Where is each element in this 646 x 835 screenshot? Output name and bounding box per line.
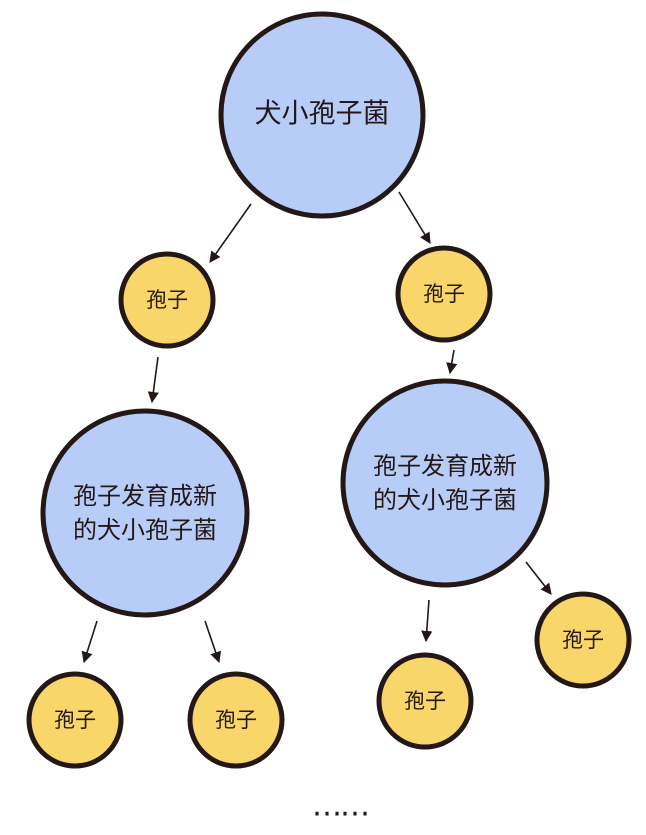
- spore-left-node: 孢子: [118, 251, 216, 349]
- spore-gen2-right-a-label: 孢子: [404, 689, 446, 713]
- spore-gen2-left-a-node: 孢子: [26, 671, 124, 769]
- arrow-spore-right-to-offspring: [446, 349, 458, 375]
- arrow-root-to-spore-left: [209, 203, 252, 263]
- spore-gen2-left-b-node: 孢子: [187, 671, 285, 769]
- arrow-offspring-right-to-spore-b: [525, 561, 552, 595]
- ellipsis: ……: [312, 789, 368, 824]
- spore-gen2-left-b-label: 孢子: [215, 708, 257, 732]
- spore-left-label: 孢子: [146, 288, 188, 312]
- root-fungus-label: 犬小孢子菌: [255, 99, 390, 130]
- spore-right-label: 孢子: [423, 282, 465, 306]
- arrow-offspring-left-to-spore-b: [204, 620, 222, 664]
- spore-gen2-right-b-label: 孢子: [562, 628, 604, 652]
- spore-gen2-right-b-node: 孢子: [534, 591, 632, 689]
- arrow-offspring-right-to-spore-a: [421, 599, 433, 643]
- arrow-root-to-spore-right: [398, 191, 431, 244]
- root-fungus-node: 犬小孢子菌: [218, 11, 426, 219]
- spore-gen2-right-a-node: 孢子: [376, 652, 474, 750]
- offspring-right-line2: 的犬小孢子菌: [373, 486, 517, 514]
- offspring-fungus-left-node: 孢子发育成新 的犬小孢子菌: [40, 408, 250, 618]
- arrow-offspring-left-to-spore-a: [81, 620, 98, 664]
- offspring-right-line1: 孢子发育成新: [373, 452, 517, 480]
- offspring-left-line2: 的犬小孢子菌: [73, 516, 217, 544]
- arrow-spore-left-to-offspring: [147, 356, 159, 404]
- spore-gen2-left-a-label: 孢子: [54, 708, 96, 732]
- offspring-left-line1: 孢子发育成新: [73, 482, 217, 510]
- spore-right-node: 孢子: [395, 245, 493, 343]
- offspring-fungus-right-node: 孢子发育成新 的犬小孢子菌: [340, 378, 550, 588]
